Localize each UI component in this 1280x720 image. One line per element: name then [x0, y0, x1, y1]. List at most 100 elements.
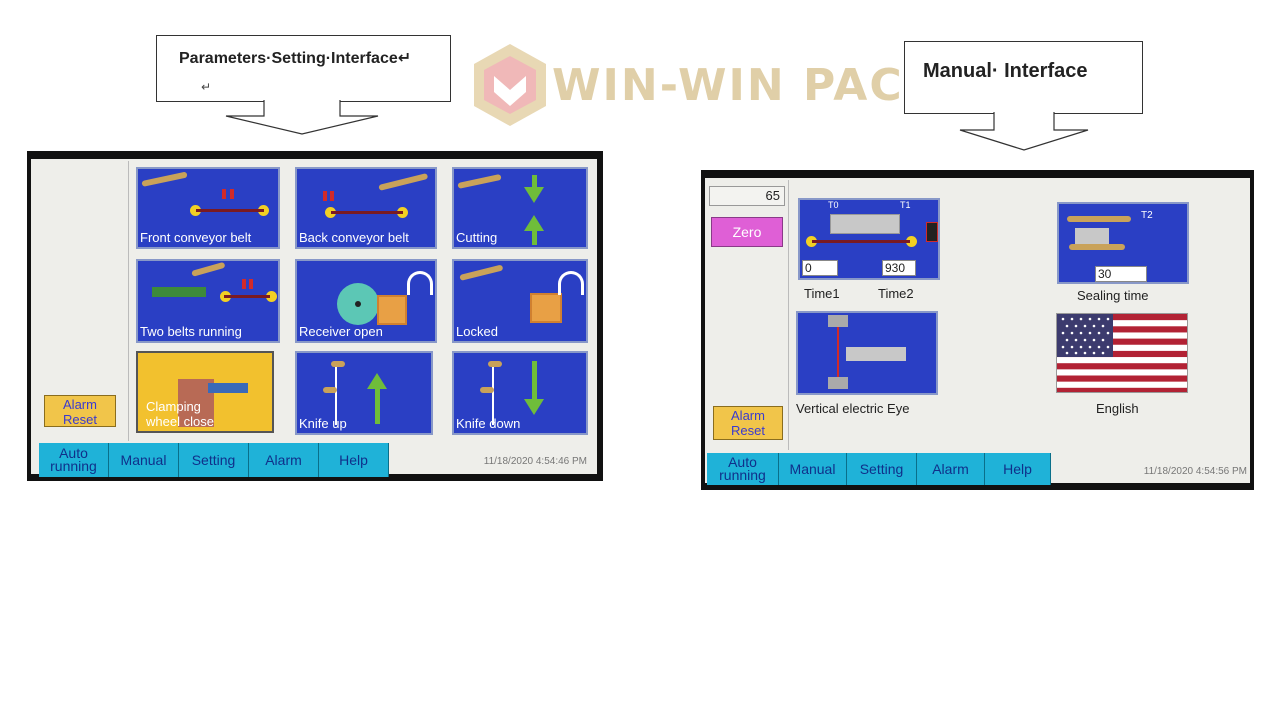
marker [323, 191, 327, 201]
side-column [33, 161, 129, 441]
t1-label: T1 [900, 200, 911, 210]
marker [249, 279, 253, 289]
alarm-reset-button[interactable]: Alarm Reset [713, 406, 783, 440]
us-flag-icon [1057, 314, 1187, 392]
time2-caption: Time2 [878, 286, 914, 301]
tile-label: Knife down [456, 416, 521, 431]
receiver-hub [355, 301, 361, 307]
sealing-icon [1067, 216, 1131, 222]
logo-text: WIN-WIN PACK [552, 60, 940, 111]
arrow-down-icon [524, 187, 544, 203]
counter-display: 65 [709, 186, 785, 206]
parameters-setting-screen: Alarm Reset Front conveyor belt Back con… [27, 151, 603, 481]
roller [906, 236, 917, 247]
conveyor-icon [830, 214, 900, 234]
alarm-reset-button[interactable]: Alarm Reset [44, 395, 116, 427]
knife-down-button[interactable]: Knife down [452, 351, 588, 435]
nav-help[interactable]: Help [319, 443, 389, 477]
tile-label: Front conveyor belt [140, 230, 252, 245]
knife-blade [488, 361, 502, 367]
manual-screen: 65 Zero Alarm Reset T0 T1 0 930 Time1 Ti… [701, 170, 1254, 490]
marker [230, 189, 234, 199]
belt [224, 295, 270, 298]
seal-jaw [1069, 244, 1125, 250]
arrow-shaft [532, 361, 537, 401]
belt [196, 209, 264, 212]
nav-manual[interactable]: Manual [779, 453, 847, 485]
knife-up-button[interactable]: Knife up [295, 351, 433, 435]
receiver-open-button[interactable]: Receiver open [295, 259, 437, 343]
time1-caption: Time1 [804, 286, 840, 301]
nav-auto-running[interactable]: Auto running [39, 443, 109, 477]
manual-callout-arrow [959, 112, 1089, 151]
back-conveyor-belt-button[interactable]: Back conveyor belt [295, 167, 437, 249]
roller [190, 205, 201, 216]
nav-help[interactable]: Help [985, 453, 1051, 485]
front-conveyor-belt-icon [141, 171, 188, 187]
knife-blade [323, 387, 337, 393]
front-conveyor-belt-button[interactable]: Front conveyor belt [136, 167, 280, 249]
tile-label: Clamping wheel close [146, 399, 214, 429]
arrow-shaft [375, 388, 380, 424]
english-language-button[interactable] [1056, 313, 1188, 393]
marker [330, 191, 334, 201]
knife-down-icon [492, 363, 494, 425]
parameters-callout-title: Parameters·Setting·Interface↵ [179, 50, 412, 67]
timestamp: 11/18/2020 4:54:46 PM [389, 456, 587, 467]
sealing-time-button[interactable]: T2 30 [1057, 202, 1189, 284]
tile-label: Two belts running [140, 324, 242, 339]
t2-label: T2 [1141, 210, 1153, 221]
bottom-nav: Auto running Manual Setting Alarm Help [707, 453, 1051, 485]
nav-alarm[interactable]: Alarm [249, 443, 319, 477]
product-box [530, 293, 562, 323]
product [846, 347, 906, 361]
conveyor-time-button[interactable]: T0 T1 0 930 [798, 198, 940, 280]
arrow-shaft [532, 175, 537, 189]
tile-label: Receiver open [299, 324, 383, 339]
bag [1075, 228, 1109, 248]
time2-field[interactable]: 930 [882, 260, 916, 276]
product-box [377, 295, 407, 325]
cutting-icon [457, 173, 502, 189]
logo-mark-icon [474, 44, 546, 126]
time1-field[interactable]: 0 [802, 260, 838, 276]
hook [558, 271, 584, 295]
english-caption: English [1096, 401, 1139, 416]
nav-auto-running[interactable]: Auto running [707, 453, 779, 485]
vertical-electric-eye-button[interactable] [796, 311, 938, 395]
arrow-down-icon [524, 399, 544, 415]
zero-button[interactable]: Zero [711, 217, 783, 247]
two-belts-icon [191, 261, 226, 277]
bottom-nav: Auto running Manual Setting Alarm Help [39, 443, 389, 477]
arrow-up-icon [524, 215, 544, 231]
locked-button[interactable]: Locked [452, 259, 588, 343]
tile-label: Locked [456, 324, 498, 339]
knife-blade [331, 361, 345, 367]
lock-icon [459, 264, 504, 281]
parameters-callout-arrow [225, 100, 379, 135]
cutting-button[interactable]: Cutting [452, 167, 588, 249]
tile-label: Knife up [299, 416, 347, 431]
knife-blade [480, 387, 494, 393]
beam [837, 327, 839, 377]
vertical-electric-eye-caption: Vertical electric Eye [796, 401, 910, 416]
back-conveyor-belt-icon [378, 172, 429, 191]
manual-callout-box: Manual· Interface [904, 41, 1143, 114]
clamping-wheel-close-button[interactable]: Clamping wheel close [136, 351, 274, 433]
hook [407, 271, 433, 295]
belt [331, 211, 403, 214]
roller [325, 207, 336, 218]
roller [806, 236, 817, 247]
nav-alarm[interactable]: Alarm [917, 453, 985, 485]
nav-setting[interactable]: Setting [179, 443, 249, 477]
manual-callout-title: Manual· Interface [923, 60, 1088, 82]
parameters-callout-box: Parameters·Setting·Interface↵ ↵ [156, 35, 451, 102]
arrow-shaft [532, 231, 537, 245]
marker [222, 189, 226, 199]
two-belts-running-button[interactable]: Two belts running [136, 259, 280, 343]
nav-setting[interactable]: Setting [847, 453, 917, 485]
nav-manual[interactable]: Manual [109, 443, 179, 477]
sealing-time-field[interactable]: 30 [1095, 266, 1147, 282]
marker [242, 279, 246, 289]
sensor [926, 222, 938, 242]
